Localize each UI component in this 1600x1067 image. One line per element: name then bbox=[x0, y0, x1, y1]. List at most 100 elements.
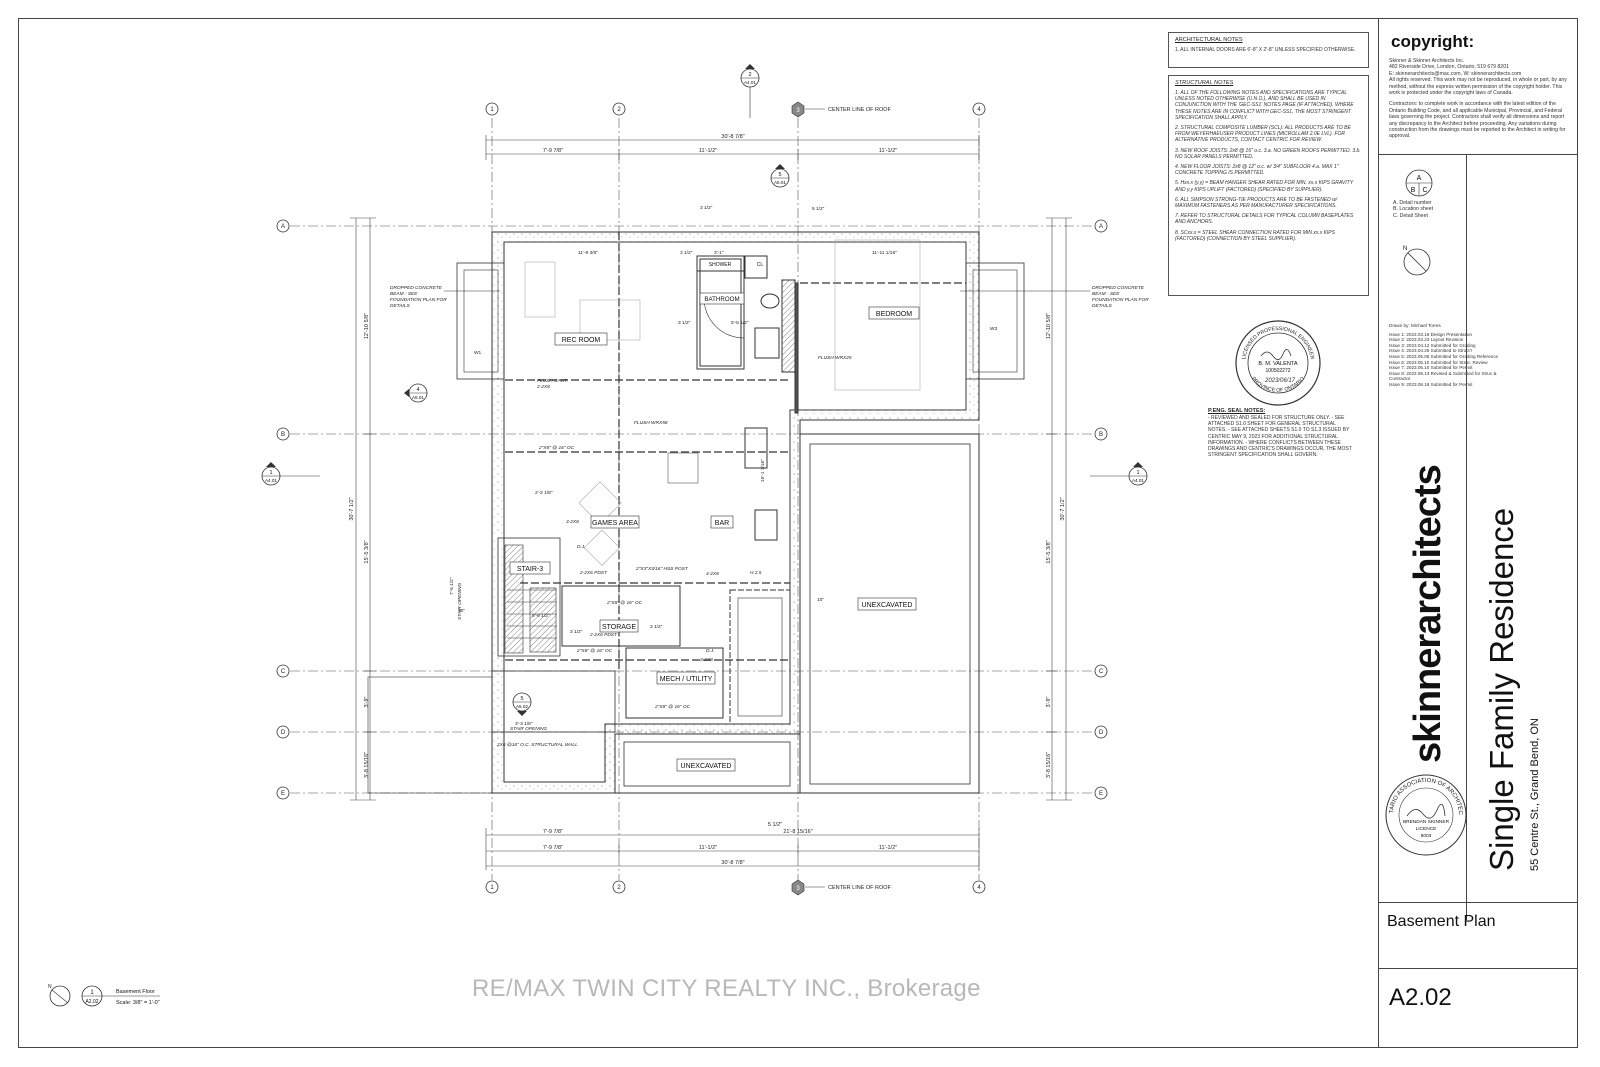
grid-row-e-right: E bbox=[1099, 791, 1103, 797]
tb-vertical-divider bbox=[1466, 154, 1467, 920]
svg-text:12'-10 5/8": 12'-10 5/8" bbox=[1046, 313, 1052, 339]
svg-text:15'-5 3/8": 15'-5 3/8" bbox=[364, 540, 370, 563]
legend-c: C. Detail Sheet bbox=[1393, 212, 1428, 219]
room-labels: REC ROOM BEDROOM BATHROOM SHOWER CL GAME… bbox=[509, 262, 920, 772]
issue-5: Issue 5: 2023.05.05 Submitted for Gradin… bbox=[1389, 353, 1499, 359]
svg-text:C: C bbox=[1422, 187, 1427, 194]
interior-walls bbox=[367, 255, 1025, 794]
beams bbox=[505, 232, 966, 671]
svg-text:LICENCE: LICENCE bbox=[1416, 826, 1437, 832]
issue-1: Issue 1: 2023.03.16 Design Presentation bbox=[1389, 331, 1472, 337]
dimensions-bottom: 7'-9 7/8" 21'-8 15/16" 7'-9 7/8" 11'-1/2… bbox=[485, 822, 980, 870]
svg-text:BRENDAN SKINNER: BRENDAN SKINNER bbox=[1403, 819, 1450, 825]
project-title: Single Family Residence bbox=[1483, 507, 1520, 871]
svg-text:B. M. VALENTA: B. M. VALENTA bbox=[1258, 361, 1298, 367]
svg-text:5: 5 bbox=[520, 696, 523, 702]
drawn-by: Drawn by: Michael Torres bbox=[1389, 323, 1441, 328]
issue-7: Issue 7: 2023.05.10 Submitted for Permit bbox=[1389, 365, 1473, 371]
svg-text:5: 5 bbox=[778, 172, 781, 178]
svg-text:FOUNDATION PLAN FOR: FOUNDATION PLAN FOR bbox=[1092, 297, 1149, 303]
room-bedroom: BEDROOM bbox=[876, 311, 912, 318]
svg-text:2"X8" @ 16" OC: 2"X8" @ 16" OC bbox=[606, 600, 643, 606]
floor-plan: 1 2 4 1 2 4 A B C D E A B C D E 3 bbox=[48, 64, 1149, 1007]
svg-text:2X6 @16" O.C. STRUCTURAL WALL: 2X6 @16" O.C. STRUCTURAL WALL bbox=[496, 742, 578, 748]
svg-text:2: 2 bbox=[748, 72, 751, 78]
svg-text:STAIR OPENING: STAIR OPENING bbox=[510, 726, 547, 732]
grid-col-2-bot: 2 bbox=[617, 885, 621, 891]
svg-text:3 1/2": 3 1/2" bbox=[700, 205, 713, 211]
grid-row-b-left: B bbox=[281, 432, 285, 438]
svg-text:3: 3 bbox=[796, 886, 800, 892]
furniture-hints bbox=[524, 239, 921, 566]
dimensions-right: 12'-10 5/8" 15'-5 3/8" 3'-9" 3'-8 15/16"… bbox=[1046, 217, 1072, 801]
svg-text:N: N bbox=[48, 984, 52, 990]
svg-text:11'-1/2": 11'-1/2" bbox=[879, 148, 897, 154]
svg-text:2'-2 1/8": 2'-2 1/8" bbox=[535, 490, 553, 496]
svg-text:A5.01: A5.01 bbox=[774, 180, 786, 185]
svg-text:5 1/2": 5 1/2" bbox=[768, 822, 782, 828]
svg-text:8'-9 1/2": 8'-9 1/2" bbox=[532, 613, 550, 619]
grid-row-b-right: B bbox=[1099, 432, 1103, 438]
room-mech: MECH / UTILITY bbox=[660, 676, 713, 683]
callout-2-a401: 2 A4.01 bbox=[740, 64, 760, 118]
svg-text:3'-8 15/16": 3'-8 15/16" bbox=[1046, 752, 1052, 778]
svg-text:10": 10" bbox=[458, 608, 465, 614]
svg-text:5003: 5003 bbox=[1421, 833, 1432, 839]
structural-note-6: 6. ALL SIMPSON STRONG-TIE PRODUCTS ARE T… bbox=[1175, 196, 1338, 210]
room-stair: STAIR-3 bbox=[517, 566, 543, 573]
callout-1-a401-right: 1 A4.01 bbox=[1090, 462, 1148, 486]
svg-text:DROPPED CONCRETE: DROPPED CONCRETE bbox=[390, 285, 443, 291]
svg-text:5 1/2": 5 1/2" bbox=[812, 206, 825, 212]
dimensions-left: 30'-7 1/2" 12'-10 5/8" 15'-5 3/8" 3'-9" … bbox=[349, 217, 376, 801]
svg-text:7'-9 7/8": 7'-9 7/8" bbox=[543, 148, 563, 154]
svg-text:W3: W3 bbox=[990, 326, 998, 332]
grid-col-1-top: 1 bbox=[490, 107, 494, 113]
svg-text:11'-1/2": 11'-1/2" bbox=[699, 148, 717, 154]
svg-text:3 1/2": 3 1/2" bbox=[570, 629, 583, 635]
plan-annotations: DROPPED CONCRETE BEAM - SEE FOUNDATION P… bbox=[390, 285, 1149, 748]
svg-text:A5.01: A5.01 bbox=[412, 395, 424, 400]
svg-text:15'-1 7/16": 15'-1 7/16" bbox=[760, 459, 766, 482]
grid-row-a-left: A bbox=[281, 224, 285, 230]
svg-text:3 1/2": 3 1/2" bbox=[680, 250, 693, 256]
firm-info: Skinner & Skinner Architects Inc. 482 Ri… bbox=[1389, 58, 1571, 140]
structural-note-5: 5. Hxx.x (y.y) = BEAM HANGER SHEAR RATED… bbox=[1175, 180, 1353, 193]
room-bar: BAR bbox=[715, 520, 729, 527]
svg-text:D.J.: D.J. bbox=[577, 544, 586, 550]
structural-note-4: 4. NEW FLOOR JOISTS: 2x8 @ 12" o.c. w/ 3… bbox=[1175, 164, 1339, 177]
room-shower: SHOWER bbox=[709, 262, 732, 268]
peng-notes-heading: P.ENG. SEAL NOTES: bbox=[1208, 408, 1266, 414]
svg-text:B: B bbox=[1411, 187, 1416, 194]
svg-text:4-2X8: 4-2X8 bbox=[706, 571, 719, 577]
svg-text:W1: W1 bbox=[474, 350, 482, 356]
svg-text:30'-7 1/2": 30'-7 1/2" bbox=[1060, 497, 1066, 520]
copyright-title: copyright: bbox=[1391, 32, 1475, 51]
svg-text:A4.01: A4.01 bbox=[744, 80, 756, 85]
issue-8: Issue 8: 2023.06.13 Revised & Submitted … bbox=[1389, 370, 1497, 382]
drawing-label: N 1 A2.02 Basement Floor Scale: 3/8" = 1… bbox=[48, 984, 160, 1007]
grid-row-e-left: E bbox=[281, 791, 285, 797]
structural-note-2: 2. STRUCTURAL COMPOSITE LUMBER (SCL): AL… bbox=[1175, 125, 1351, 144]
svg-text:2"X8" @ 16" OC: 2"X8" @ 16" OC bbox=[654, 704, 691, 710]
svg-text:1: 1 bbox=[269, 470, 272, 476]
drawing-sheet bbox=[18, 18, 1578, 1048]
peng-seal-notes: P.ENG. SEAL NOTES: - REVIEWED AND SEALED… bbox=[1208, 408, 1355, 468]
svg-text:2023/06/17: 2023/06/17 bbox=[1264, 378, 1296, 384]
architect-stamp: ONTARIO ASSOCIATION OF ARCHITECTS BRENDA… bbox=[1381, 770, 1467, 856]
issue-2: Issue 2: 2023.03.23 Layout Revision bbox=[1389, 337, 1464, 343]
svg-text:3 1/2": 3 1/2" bbox=[678, 320, 691, 326]
roof-centerline-top: 3 CENTER LINE OF ROOF bbox=[791, 101, 892, 118]
firm-rights: All rights reserved. This work may not b… bbox=[1389, 77, 1567, 97]
svg-text:A4.01: A4.01 bbox=[1132, 478, 1144, 483]
issue-list: Drawn by: Michael Torres Issue 1: 2023.0… bbox=[1389, 323, 1514, 388]
drawing-label-scale: Scale: 3/8" = 1'-0" bbox=[116, 1000, 160, 1006]
callout-4-a501: 4 A5.01 bbox=[404, 383, 428, 403]
callout-5-a502: 5 A5.02 bbox=[512, 692, 532, 716]
svg-text:7'-9 7/8": 7'-9 7/8" bbox=[543, 829, 563, 835]
svg-text:2-2X6 PDST: 2-2X6 PDST bbox=[579, 570, 608, 576]
drawing-label-num: 1 bbox=[90, 990, 94, 996]
svg-text:7'-9 7/8": 7'-9 7/8" bbox=[543, 845, 563, 851]
structural-notes-heading: STRUCTURAL NOTES bbox=[1175, 80, 1234, 86]
svg-text:STAIR OPENING: STAIR OPENING bbox=[457, 583, 463, 620]
firm-contact: E: skinnerarchitects@mac.com, W: skinner… bbox=[1389, 70, 1522, 77]
